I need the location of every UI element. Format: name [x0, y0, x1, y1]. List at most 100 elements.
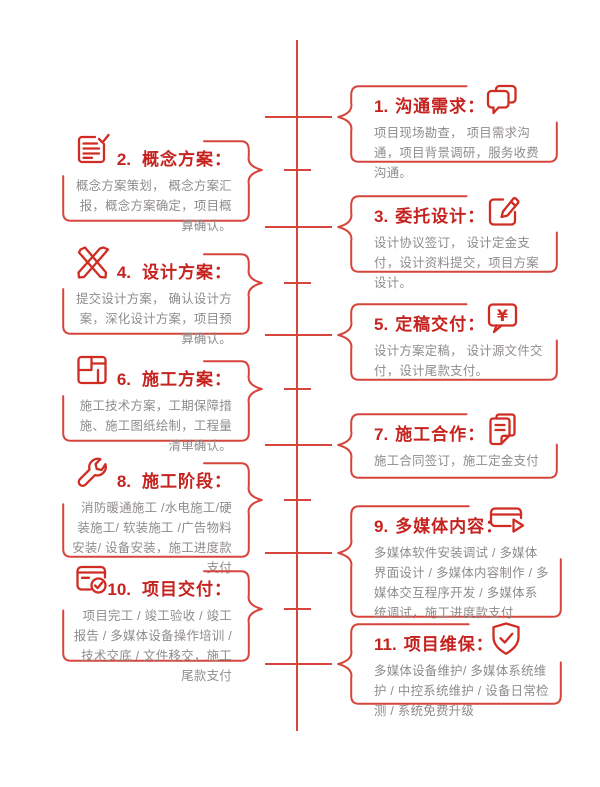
step-description: 施工技术方案，工期保障措施、施工图纸绘制，工程量清单确认。	[79, 399, 232, 453]
connector-line	[265, 226, 332, 228]
step-title: 概念方案	[142, 150, 214, 169]
step-9-bubble: 9. 多媒体内容 ： 多媒体软件安装调试 / 多媒体界面设计 / 多媒体内容制作…	[337, 501, 562, 620]
step-3-bubble: 3. 委托设计 ： 设计协议签订， 设计定金支付，设计资料提交，项目方案设计。	[337, 191, 558, 290]
step-title-colon: ：	[467, 97, 486, 116]
step-heading: 9. 多媒体内容 ：	[350, 505, 562, 540]
step-description: 提交设计方案， 确认设计方案，深化设计方案，项目预算确认。	[75, 292, 232, 346]
notes-check-icon	[72, 130, 112, 170]
bubble-outline	[62, 360, 263, 442]
step-title: 项目维保	[403, 635, 476, 654]
step-description: 设计协议签订， 设计定金支付，设计资料提交，项目方案设计。	[374, 236, 539, 290]
step-title-colon: ：	[467, 207, 486, 226]
connector-line	[265, 116, 332, 118]
step-title: 设计方案	[142, 263, 214, 282]
step-1-bubble: 1. 沟通需求 ： 项目现场勘查， 项目需求沟通，项目背景调研，服务收费沟通。	[337, 81, 558, 180]
bubble-outline	[337, 413, 558, 479]
step-7-bubble: 7. 施工合作 ： 施工合同签订，施工定金支付	[337, 409, 558, 479]
step-description: 概念方案策划， 概念方案汇报，概念方案确定，项目概算确认。	[75, 179, 232, 233]
bubble-outline	[337, 303, 558, 381]
step-number: 9.	[374, 517, 389, 536]
shield-check-icon	[486, 619, 526, 659]
bubble-outline	[337, 623, 562, 705]
step-10-bubble: 10. 项目交付 ： 项目完工 / 竣工验收 / 竣工报告 / 多媒体设备操作培…	[62, 560, 263, 683]
step-heading: 8. 施工阶段 ：	[62, 462, 250, 495]
checklist-check-icon	[72, 560, 112, 600]
connector-line	[265, 552, 332, 554]
step-number: 7.	[374, 425, 389, 444]
step-number: 10.	[107, 580, 131, 599]
connector-line	[265, 663, 332, 665]
step-title-colon: ：	[214, 150, 232, 169]
step-title-colon: ：	[214, 580, 232, 599]
chat-bubbles-icon	[482, 81, 522, 121]
step-11-bubble: 11. 项目维保 ： 多媒体设备维护/ 多媒体系统维护 / 中控系统维护 / 设…	[337, 619, 562, 718]
wrench-icon	[72, 452, 112, 492]
step-heading: 10. 项目交付 ：	[62, 570, 250, 603]
step-heading: 5. 定稿交付 ：	[350, 303, 558, 338]
bubble-outline	[62, 570, 263, 662]
step-number: 4.	[116, 263, 131, 282]
step-title: 施工合作	[395, 425, 468, 444]
axis-tick	[284, 388, 311, 390]
connector-line	[265, 444, 332, 446]
edit-pencil-icon	[482, 191, 522, 231]
step-heading: 11. 项目维保 ：	[350, 623, 562, 658]
step-number: 2.	[116, 150, 131, 169]
step-title: 项目交付	[142, 580, 214, 599]
step-heading: 2. 概念方案 ：	[62, 140, 250, 173]
bubble-outline	[337, 505, 562, 618]
axis-tick	[284, 499, 311, 501]
bubble-outline	[337, 85, 558, 163]
step-6-bubble: 6. 施工方案 ： 施工技术方案，工期保障措施、施工图纸绘制，工程量清单确认。	[62, 350, 263, 453]
step-heading: 7. 施工合作 ：	[350, 413, 558, 448]
floor-plan-icon	[72, 350, 112, 390]
step-number: 8.	[116, 472, 131, 491]
step-4-bubble: 4. 设计方案 ： 提交设计方案， 确认设计方案，深化设计方案，项目预算确认。	[62, 243, 263, 346]
step-description: 项目完工 / 竣工验收 / 竣工报告 / 多媒体设备操作培训 / 技术交底 / …	[73, 609, 232, 683]
bubble-outline	[62, 140, 263, 222]
step-5-bubble: ¥ 5. 定稿交付 ： 设计方案定稿， 设计源文件交付，设计尾款支付。	[337, 299, 558, 381]
step-title-colon: ：	[467, 425, 486, 444]
stacked-documents-icon	[482, 409, 522, 449]
axis-tick	[284, 169, 311, 171]
svg-text:¥: ¥	[497, 306, 508, 325]
step-8-bubble: 8. 施工阶段 ： 消防暖通施工 /水电施工/硬装施工/ 软装施工 /广告物料安…	[62, 452, 263, 575]
step-title-colon: ：	[475, 635, 494, 654]
step-title: 多媒体内容	[395, 517, 486, 536]
bubble-outline	[337, 195, 558, 273]
connector-line	[265, 334, 332, 336]
step-title: 委托设计	[395, 207, 468, 226]
media-player-icon	[486, 501, 526, 541]
step-description: 设计方案定稿， 设计源文件交付，设计尾款支付。	[374, 344, 543, 378]
step-title-colon: ：	[214, 472, 232, 491]
step-title: 定稿交付	[395, 315, 468, 334]
step-title: 施工方案	[142, 370, 214, 389]
bubble-outline	[62, 253, 263, 335]
step-description: 多媒体设备维护/ 多媒体系统维护 / 中控系统维护 / 设备日常检测 / 系统免…	[374, 664, 549, 718]
step-description: 施工合同签订，施工定金支付	[374, 454, 539, 468]
step-title: 沟通需求	[395, 97, 468, 116]
step-number: 11.	[374, 635, 397, 654]
step-heading: 1. 沟通需求 ：	[350, 85, 558, 120]
step-number: 3.	[374, 207, 389, 226]
timeline-axis	[296, 40, 298, 731]
step-description: 项目现场勘查， 项目需求沟通，项目背景调研，服务收费沟通。	[374, 126, 539, 180]
axis-tick	[284, 282, 311, 284]
step-number: 5.	[374, 315, 389, 334]
step-heading: 3. 委托设计 ：	[350, 195, 558, 230]
step-title-colon: ：	[214, 370, 232, 389]
bubble-outline	[62, 462, 263, 558]
step-heading: 4. 设计方案 ：	[62, 253, 250, 286]
crossed-pencils-icon	[72, 243, 112, 283]
step-number: 1.	[374, 97, 389, 116]
step-title-colon: ：	[214, 263, 232, 282]
step-description: 多媒体软件安装调试 / 多媒体界面设计 / 多媒体内容制作 / 多媒体交互程序开…	[374, 546, 549, 620]
step-number: 6.	[116, 370, 131, 389]
step-title-colon: ：	[467, 315, 486, 334]
currency-bubble-icon: ¥	[482, 299, 522, 339]
step-title: 施工阶段	[142, 472, 214, 491]
step-heading: 6. 施工方案 ：	[62, 360, 250, 393]
step-2-bubble: 2. 概念方案 ： 概念方案策划， 概念方案汇报，概念方案确定，项目概算确认。	[62, 130, 263, 233]
step-title-colon: ：	[485, 517, 504, 536]
